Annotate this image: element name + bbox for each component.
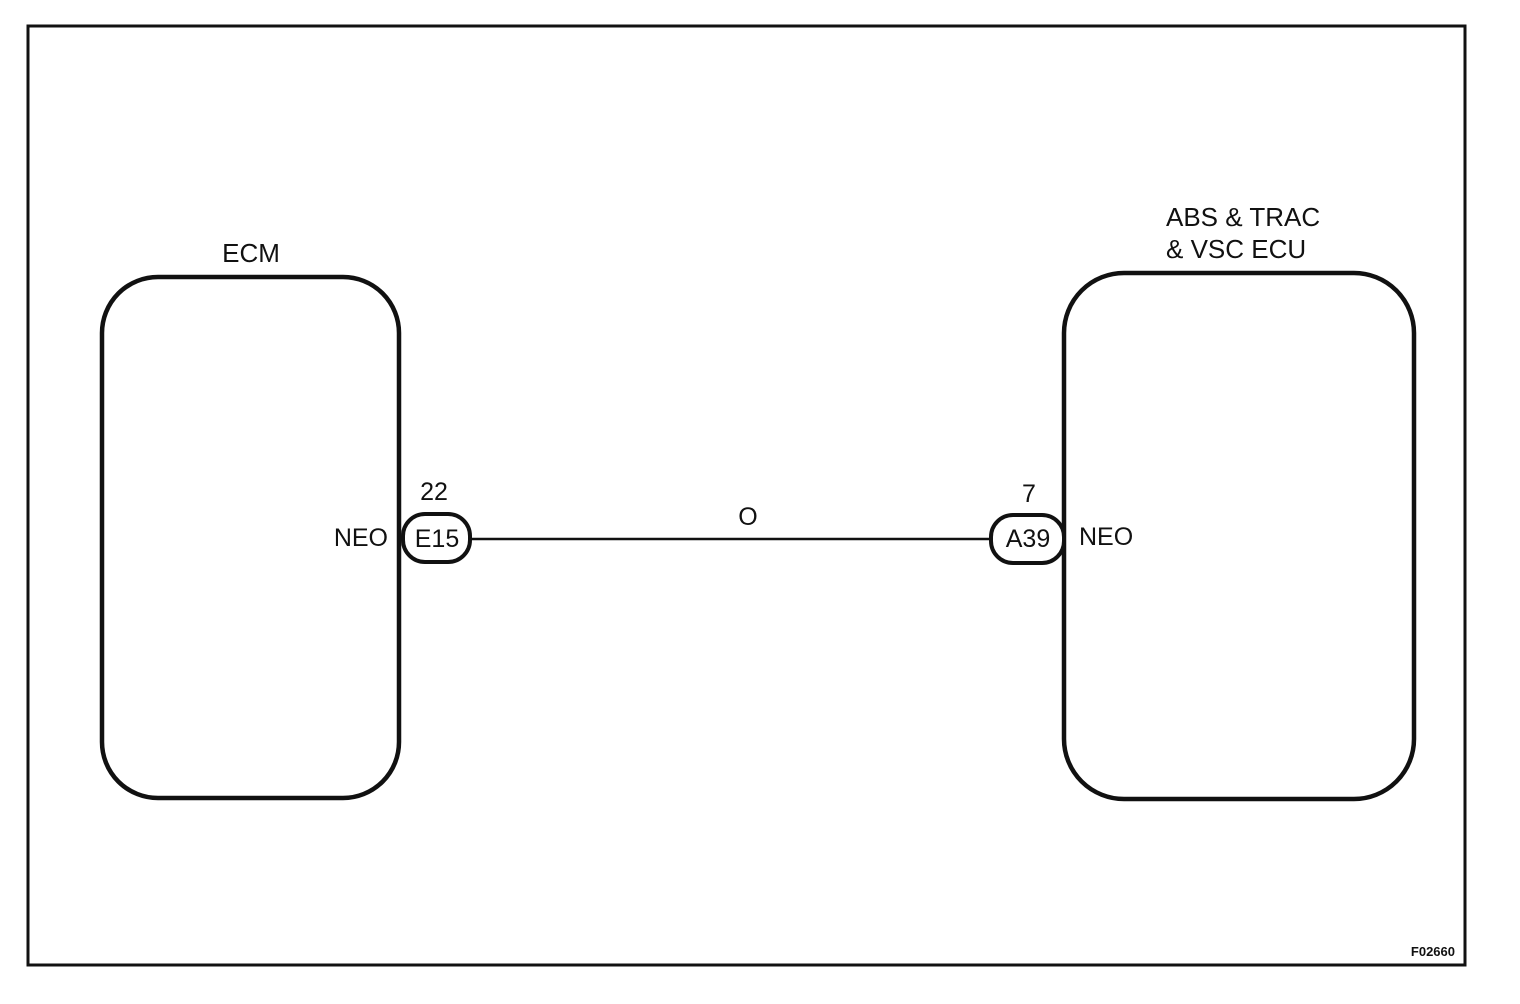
abs-ecu-label-line1: ABS & TRAC <box>1166 202 1320 232</box>
connector-a39-pin: 7 <box>1022 480 1036 508</box>
connector-e15-code: E15 <box>415 525 459 553</box>
connector-a39-code: A39 <box>1006 525 1050 553</box>
diagram-frame <box>26 24 1467 967</box>
wire-color-label: O <box>738 503 757 531</box>
abs-ecu-label-line2: & VSC ECU <box>1166 234 1306 264</box>
connector-e15-pin: 22 <box>420 478 448 506</box>
abs-ecu-pin-name: NEO <box>1079 523 1133 551</box>
figure-id: F02660 <box>1411 944 1455 959</box>
ecm-box <box>99 274 402 801</box>
ecm-label: ECM <box>222 238 280 268</box>
connector-a39 <box>989 513 1066 565</box>
connector-e15 <box>401 512 472 564</box>
ecm-pin-name: NEO <box>334 524 388 552</box>
